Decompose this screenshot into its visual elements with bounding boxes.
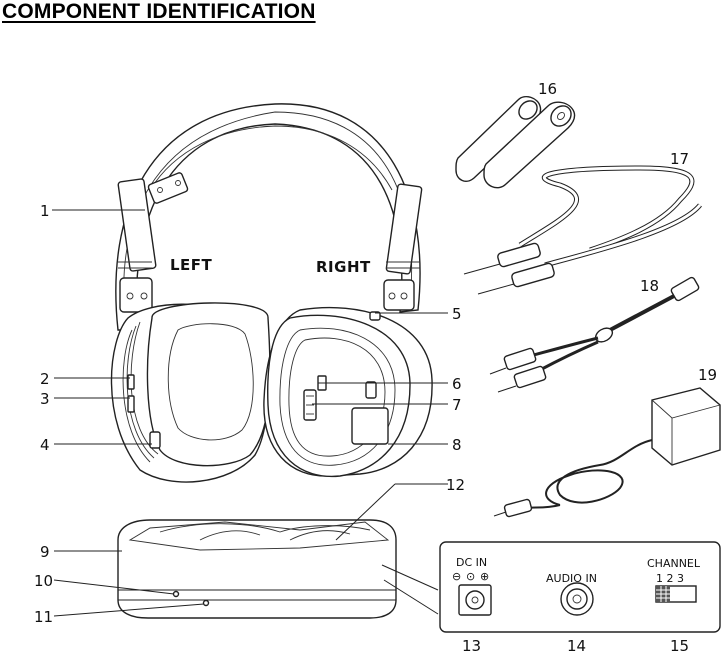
- callout-18: 18: [640, 277, 659, 295]
- page-title: COMPONENT IDENTIFICATION: [2, 0, 316, 23]
- callout-13: 13: [462, 637, 481, 655]
- callout-14: 14: [567, 637, 586, 655]
- callout-1: 1: [40, 202, 50, 220]
- audio-in-label: AUDIO IN: [546, 572, 597, 585]
- callout-8: 8: [452, 436, 462, 454]
- callout-5: 5: [452, 305, 462, 323]
- dc-polarity-plus: ⊕: [480, 570, 489, 583]
- callout-19: 19: [698, 366, 717, 384]
- channel-label: CHANNEL: [647, 557, 701, 570]
- callout-6: 6: [452, 375, 462, 393]
- callout-9: 9: [40, 543, 50, 561]
- ac-adapter-illustration: [493, 387, 721, 518]
- callout-11: 11: [34, 608, 53, 626]
- rca-cable-illustration: [489, 276, 700, 393]
- leader-lines: [52, 209, 448, 617]
- headphones-illustration: LEFT RIGHT: [110, 103, 433, 483]
- stereo-cable-illustration: [463, 165, 702, 295]
- callout-4: 4: [40, 436, 50, 454]
- charging-base-illustration: [117, 519, 397, 619]
- callout-15: 15: [670, 637, 689, 655]
- dc-in-label: DC IN: [456, 556, 487, 569]
- callout-2: 2: [40, 370, 50, 388]
- right-label: RIGHT: [316, 258, 371, 276]
- callout-16: 16: [538, 80, 557, 98]
- dc-polarity-minus: ⊖: [452, 570, 461, 583]
- callout-7: 7: [452, 396, 462, 414]
- channel-numbers: 1 2 3: [656, 572, 684, 585]
- callout-12: 12: [446, 476, 465, 494]
- callout-17: 17: [670, 150, 689, 168]
- batteries-illustration: [455, 96, 576, 189]
- dc-polarity-center: ⊙: [466, 570, 475, 583]
- rear-panel-detail: DC IN ⊖ ⊙ ⊕ AUDIO IN CHANNEL 1 2 3: [381, 541, 721, 633]
- left-label: LEFT: [170, 256, 213, 274]
- callout-3: 3: [40, 390, 50, 408]
- callout-10: 10: [34, 572, 53, 590]
- callout-numbers: 1 2 3 4 5 6 7 8 9 10 11 12 13 14 15 16 1…: [34, 80, 717, 655]
